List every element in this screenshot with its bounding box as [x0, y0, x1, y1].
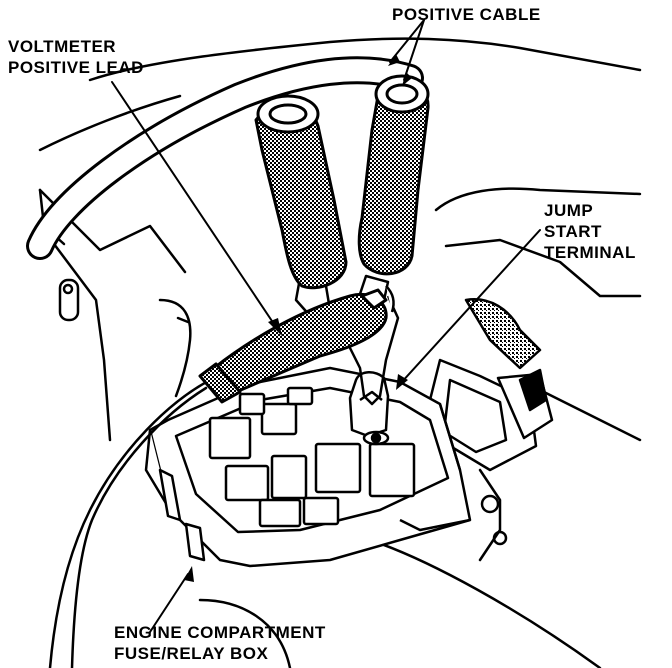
- voltmeter-label-line-1: VOLTMETER: [8, 37, 117, 56]
- jump-label-line-3: TERMINAL: [544, 243, 636, 262]
- leader-positive-cable-b: [403, 19, 425, 81]
- engine-compartment-background: [38, 37, 642, 668]
- leader-jump-start: [399, 229, 541, 385]
- jump-start-terminal-post: [348, 371, 390, 446]
- jump-label-line-1: JUMP: [544, 201, 594, 220]
- fusebox-label-line-1: ENGINE COMPARTMENT: [114, 623, 326, 642]
- arrowhead-positive-cable-a: [388, 54, 400, 66]
- jump-label-line-2: START: [544, 222, 602, 241]
- arrowhead-positive-cable-b: [402, 72, 412, 86]
- jump-start-terminal-label: JUMP START TERMINAL: [544, 200, 636, 263]
- left-clamp-handle: [254, 94, 348, 290]
- voltmeter-label-line-2: POSITIVE LEAD: [8, 58, 144, 77]
- arrowhead-fuse-box: [184, 566, 194, 582]
- voltmeter-positive-lead-label: VOLTMETER POSITIVE LEAD: [8, 36, 144, 78]
- fuse-relay-box-label: ENGINE COMPARTMENT FUSE/RELAY BOX: [114, 622, 326, 664]
- positive-cable-label: POSITIVE CABLE: [392, 5, 541, 24]
- leader-fuse-box: [149, 573, 189, 633]
- voltmeter-probe: [198, 288, 388, 404]
- leader-voltmeter: [111, 81, 279, 331]
- fusebox-label-line-2: FUSE/RELAY BOX: [114, 644, 269, 663]
- arrowhead-jump-start: [396, 374, 408, 390]
- positive-cable: [26, 56, 424, 260]
- voltmeter-lead-wire: [48, 376, 216, 668]
- fuse-relay-box: [144, 366, 472, 568]
- right-clamp-handle: [357, 74, 430, 276]
- arrowhead-voltmeter: [268, 318, 282, 336]
- wiring-harness-connector: [428, 298, 554, 472]
- leader-arrowheads: [184, 54, 412, 582]
